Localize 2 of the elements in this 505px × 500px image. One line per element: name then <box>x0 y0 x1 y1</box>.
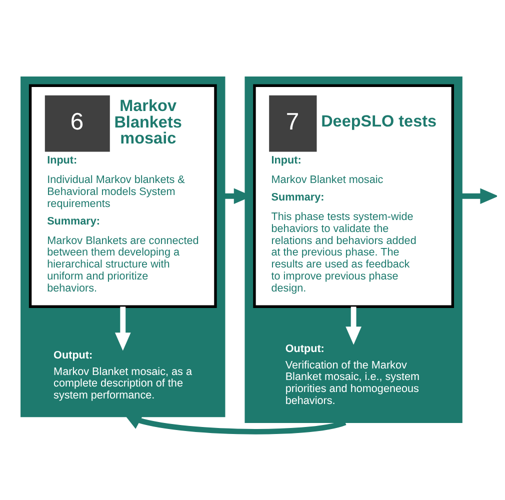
node-text: Output: Verification of the Markov Blanket mosaic, i.e., system priorities and homogeneous behaviors. <box>285 343 420 408</box>
node-text: Output: Markov Blanket mosaic, as a complete description of the system performance. <box>54 350 192 402</box>
